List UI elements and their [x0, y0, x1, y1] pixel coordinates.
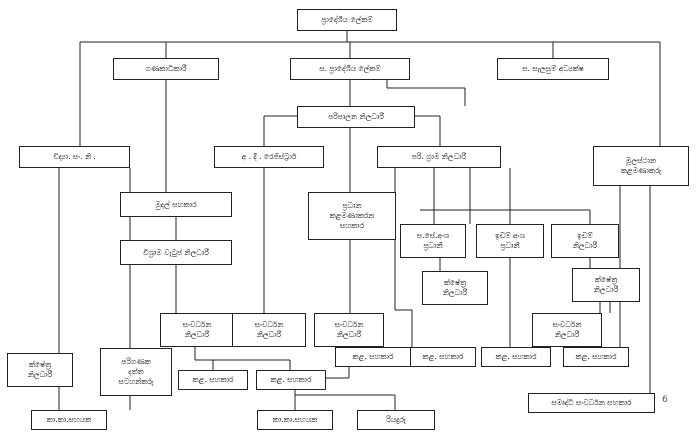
node-land-officer: ඉඩම් නිලධාරී	[551, 224, 619, 258]
node-dev-officer-3: සංවර්ධන නිලධාරී	[314, 313, 384, 347]
node-div-sec: ප්‍රාදේශීය ලේකම්	[297, 9, 397, 31]
node-mgmt-asst-5: කළ. සහකාර	[178, 370, 248, 390]
node-dev-officer-4: සංවර්ධන නිලධාරී	[532, 313, 602, 347]
node-driver: රියදුරු	[357, 410, 435, 430]
node-field-officer-right: ක්ෂේත්‍ර නිලධාරී	[572, 268, 640, 302]
node-asst-planning-dir: ස. සැලසුම් අධ්‍යක්ෂ	[497, 58, 609, 80]
node-chief-mgmt-asst: ප්‍රධාන කළමණාකරන සහකාර	[308, 192, 396, 240]
node-ss-chief: ස.සේ.අංශ ප්‍රධානී	[400, 224, 466, 258]
node-mgmt-asst-1: කළ. සහකාර	[335, 347, 411, 367]
node-dev-officer-2: සංවර්ධන නිලධාරී	[232, 313, 306, 347]
node-samurdhi-asst: සමෘද්ධි සංවර්ධන සහකාර	[528, 393, 655, 413]
node-dev-officer-1: සංවර්ධන නිලධාරී	[160, 313, 234, 347]
node-asst-div-sec: ස. ප්‍රාදේශීය ලේකම්	[290, 58, 410, 80]
node-gn-officer: පරි. ග්‍රාම නිලධාරී	[377, 146, 501, 168]
node-office-asst-2: කා.කා.සහයක	[257, 410, 333, 430]
page-number: 6	[662, 395, 668, 405]
node-finance-asst: මුදල් සහකාර	[120, 192, 232, 217]
node-computer-asst: පරිගණක දත්ත සටහන්කරු	[100, 348, 172, 396]
node-mgmt-asst-3: කළ. සහකාර	[481, 347, 551, 367]
node-field-officer-left: ක්ෂේත්‍ර නිලධාරී	[7, 353, 73, 387]
node-add-registrar: අ . දි . රෙජිස්ට්‍රාර්	[214, 146, 324, 168]
node-pension-officer: විශ්‍රාම වැටුප් නිලධාරී	[120, 240, 232, 265]
node-office-asst-1: කා.කා.සහයක	[31, 410, 107, 430]
node-sci-dev-officer: විද්‍යා. සං. නි .	[19, 146, 130, 168]
node-land-chief: ඉඩම් අංශ ප්‍රධානී	[476, 224, 544, 258]
node-field-officer-mid: ක්ෂේත්‍ර නිලධාරී	[422, 271, 488, 305]
node-mgmt-asst-4: කළ. සහකාර	[563, 347, 629, 367]
node-mgmt-asst-6: කළ. සහකාර	[256, 370, 326, 390]
node-admin-officer: පරිපාලන නිලධාරී	[297, 106, 415, 128]
node-chief-clerk: මූලස්ථාන කළමණාකරු	[593, 146, 689, 186]
node-mgmt-asst-2: කළ. සහකාර	[410, 347, 476, 367]
node-accountant: ගණකාධිකාරී	[113, 58, 219, 80]
